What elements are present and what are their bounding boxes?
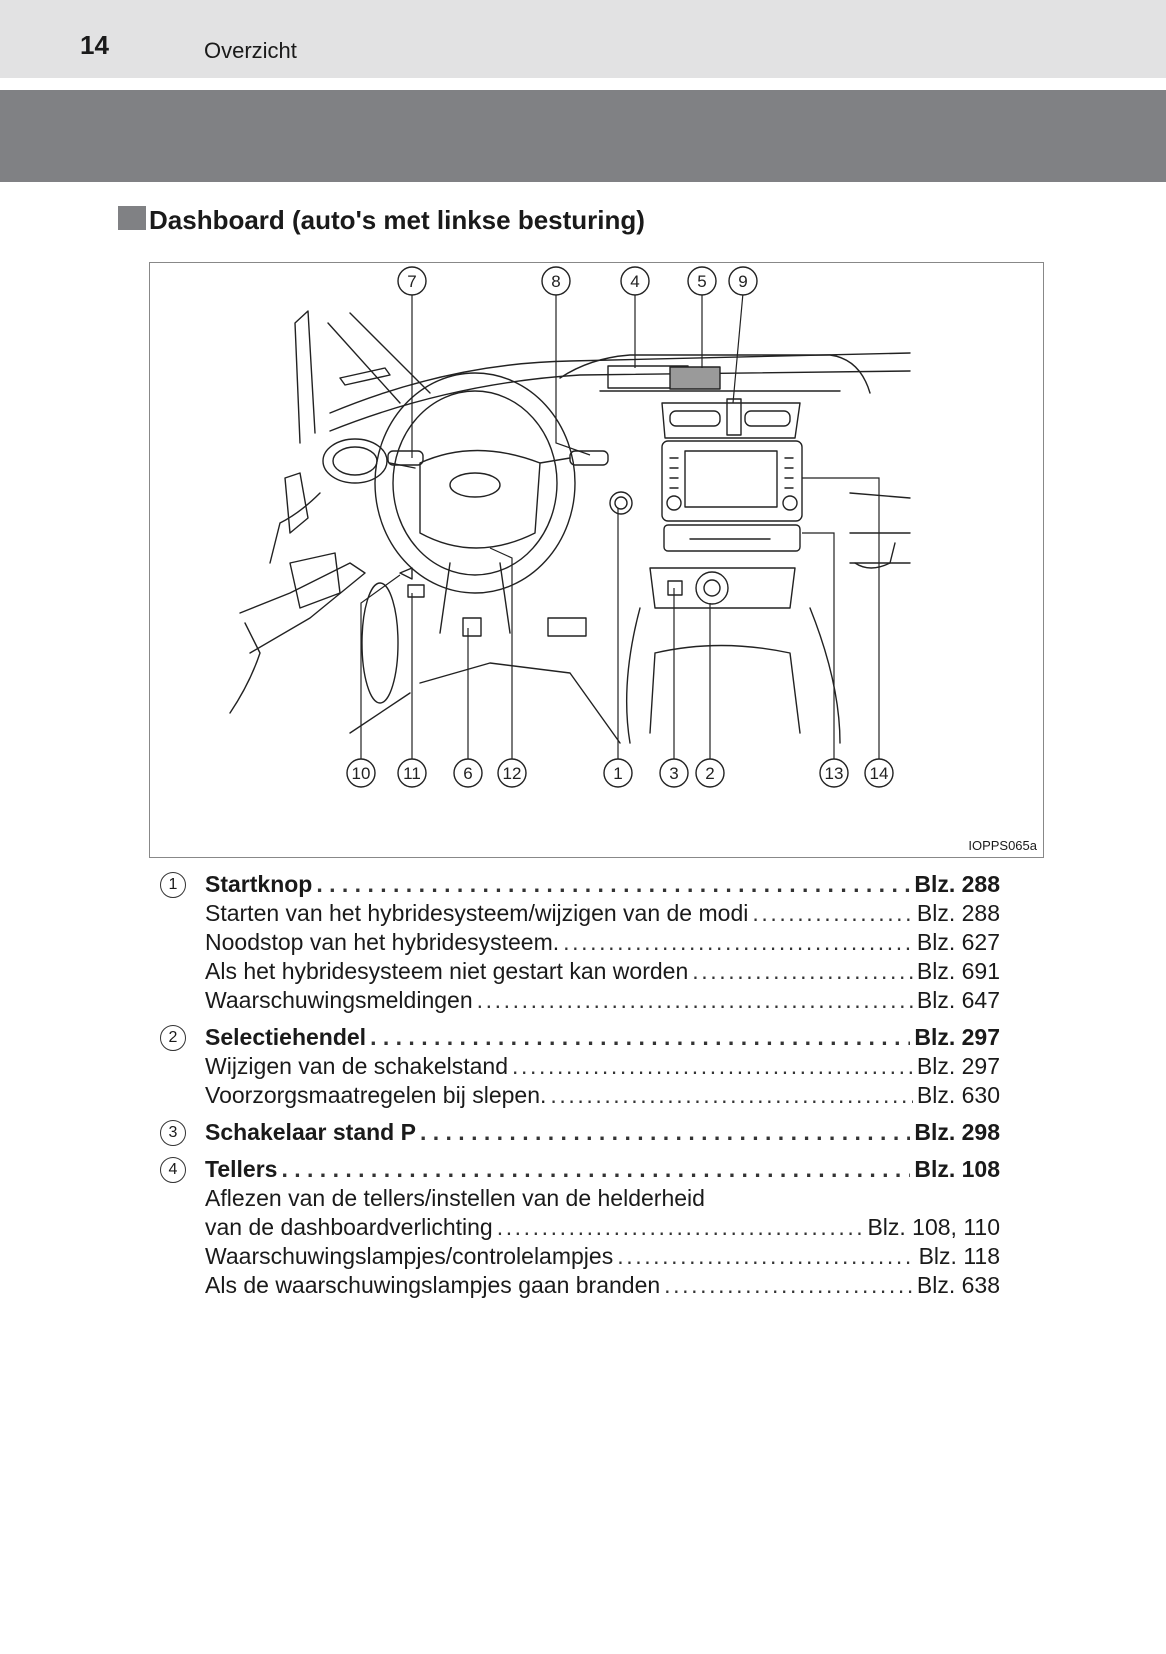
sub-entry-label: Als het hybridesysteem niet gestart kan … bbox=[205, 958, 689, 984]
item-heading: 2 Selectiehendel Blz. 297 bbox=[160, 1023, 1000, 1052]
leader-dots bbox=[664, 1271, 913, 1300]
leader-dots bbox=[563, 928, 913, 957]
callout-label: 5 bbox=[697, 272, 706, 291]
leader-dots bbox=[752, 899, 913, 928]
callout-label: 9 bbox=[738, 272, 747, 291]
sub-entry-label: Waarschuwingsmeldingen bbox=[205, 987, 473, 1013]
sub-entry-label: Starten van het hybridesysteem/wijzigen … bbox=[205, 900, 749, 926]
item-number: 4 bbox=[160, 1157, 186, 1183]
page-reference: Blz. 288 bbox=[914, 871, 1000, 897]
callout-label: 14 bbox=[870, 764, 889, 783]
section-marker bbox=[118, 206, 146, 230]
section-title: Dashboard (auto's met linkse besturing) bbox=[149, 205, 645, 235]
sub-entry-label: Aflezen van de tellers/instellen van de … bbox=[205, 1185, 705, 1211]
list-item: 1 Startknop Blz. 288 Starten van het hyb… bbox=[160, 870, 1000, 1015]
item-title: Startknop bbox=[205, 871, 313, 897]
item-list: 1 Startknop Blz. 288 Starten van het hyb… bbox=[160, 870, 1000, 1308]
sub-entry: van de dashboardverlichting Blz. 108, 11… bbox=[160, 1213, 1000, 1242]
callout-label: 12 bbox=[503, 764, 522, 783]
sub-entry: Voorzorgsmaatregelen bij slepen. Blz. 63… bbox=[160, 1081, 1000, 1110]
list-item: 2 Selectiehendel Blz. 297 Wijzigen van d… bbox=[160, 1023, 1000, 1110]
sub-entry-label: Als de waarschuwingslampjes gaan branden bbox=[205, 1272, 661, 1298]
item-number: 3 bbox=[160, 1120, 186, 1146]
callout-label: 4 bbox=[630, 272, 639, 291]
callout-label: 10 bbox=[352, 764, 371, 783]
page-reference: Blz. 108 bbox=[914, 1156, 1000, 1182]
sub-entry: Noodstop van het hybridesysteem. Blz. 62… bbox=[160, 928, 1000, 957]
page-reference: Blz. 108, 110 bbox=[867, 1214, 1000, 1240]
header-band bbox=[0, 90, 1166, 182]
page-reference: Blz. 691 bbox=[916, 958, 1000, 984]
page-reference: Blz. 630 bbox=[916, 1082, 1000, 1108]
leader-dots bbox=[370, 1023, 910, 1052]
item-heading: 4 Tellers Blz. 108 bbox=[160, 1155, 1000, 1184]
sub-entry: Waarschuwingsmeldingen Blz. 647 bbox=[160, 986, 1000, 1015]
sub-entry-label: Voorzorgsmaatregelen bij slepen. bbox=[205, 1082, 547, 1108]
leader-dots bbox=[281, 1155, 910, 1184]
page-reference: Blz. 297 bbox=[914, 1024, 1000, 1050]
leader-dots bbox=[477, 986, 913, 1015]
leader-dots bbox=[316, 870, 910, 899]
callout-label: 2 bbox=[705, 764, 714, 783]
item-number: 2 bbox=[160, 1025, 186, 1051]
page-reference: Blz. 288 bbox=[916, 900, 1000, 926]
sub-entry-label: Wijzigen van de schakelstand bbox=[205, 1053, 508, 1079]
page-reference: Blz. 647 bbox=[916, 987, 1000, 1013]
sub-entry-label: Waarschuwingslampjes/controlelampjes bbox=[205, 1243, 614, 1269]
callout-label: 13 bbox=[825, 764, 844, 783]
leader-dots bbox=[497, 1213, 864, 1242]
chapter-title: Overzicht bbox=[204, 38, 297, 63]
sub-entry-label: Noodstop van het hybridesysteem. bbox=[205, 929, 560, 955]
item-heading: 1 Startknop Blz. 288 bbox=[160, 870, 1000, 899]
list-item: 3 Schakelaar stand P Blz. 298 bbox=[160, 1118, 1000, 1147]
item-title: Schakelaar stand P bbox=[205, 1119, 416, 1145]
page-reference: Blz. 627 bbox=[916, 929, 1000, 955]
callout-label: 11 bbox=[403, 764, 421, 783]
page-number: 14 bbox=[80, 30, 109, 60]
figure-code: IOPPS065a bbox=[968, 838, 1037, 853]
sub-entry: Wijzigen van de schakelstand Blz. 297 bbox=[160, 1052, 1000, 1081]
header-gap bbox=[0, 78, 1166, 90]
header-bar: 14 Overzicht bbox=[0, 0, 1166, 78]
item-heading: 3 Schakelaar stand P Blz. 298 bbox=[160, 1118, 1000, 1147]
leader-dots bbox=[692, 957, 913, 986]
page-reference: Blz. 297 bbox=[916, 1053, 1000, 1079]
callout-label: 8 bbox=[551, 272, 560, 291]
dashboard-figure: 7 8 4 5 9 10 11 6 12 1 3 2 13 14 bbox=[149, 262, 1044, 858]
sub-entry: Als de waarschuwingslampjes gaan branden… bbox=[160, 1271, 1000, 1300]
sub-entry: Starten van het hybridesysteem/wijzigen … bbox=[160, 899, 1000, 928]
list-item: 4 Tellers Blz. 108 Aflezen van de teller… bbox=[160, 1155, 1000, 1300]
leader-dots bbox=[512, 1052, 913, 1081]
item-number: 1 bbox=[160, 872, 186, 898]
page-reference: Blz. 118 bbox=[918, 1243, 1000, 1269]
page-reference: Blz. 638 bbox=[916, 1272, 1000, 1298]
leader-dots bbox=[550, 1081, 913, 1110]
dashboard-illustration: 7 8 4 5 9 10 11 6 12 1 3 2 13 14 bbox=[229, 266, 911, 788]
page-reference: Blz. 298 bbox=[914, 1119, 1000, 1145]
sub-entry: Waarschuwingslampjes/controlelampjes Blz… bbox=[160, 1242, 1000, 1271]
callout-label: 3 bbox=[669, 764, 678, 783]
callout-label: 1 bbox=[613, 764, 622, 783]
item-title: Selectiehendel bbox=[205, 1024, 367, 1050]
sub-entry: Als het hybridesysteem niet gestart kan … bbox=[160, 957, 1000, 986]
callout-label: 6 bbox=[463, 764, 472, 783]
item-title: Tellers bbox=[205, 1156, 278, 1182]
sub-entry-label: van de dashboardverlichting bbox=[205, 1214, 493, 1240]
leader-dots bbox=[420, 1118, 910, 1147]
callout-label: 7 bbox=[407, 272, 416, 291]
leader-dots bbox=[617, 1242, 914, 1271]
sub-entry: Aflezen van de tellers/instellen van de … bbox=[160, 1184, 1000, 1213]
